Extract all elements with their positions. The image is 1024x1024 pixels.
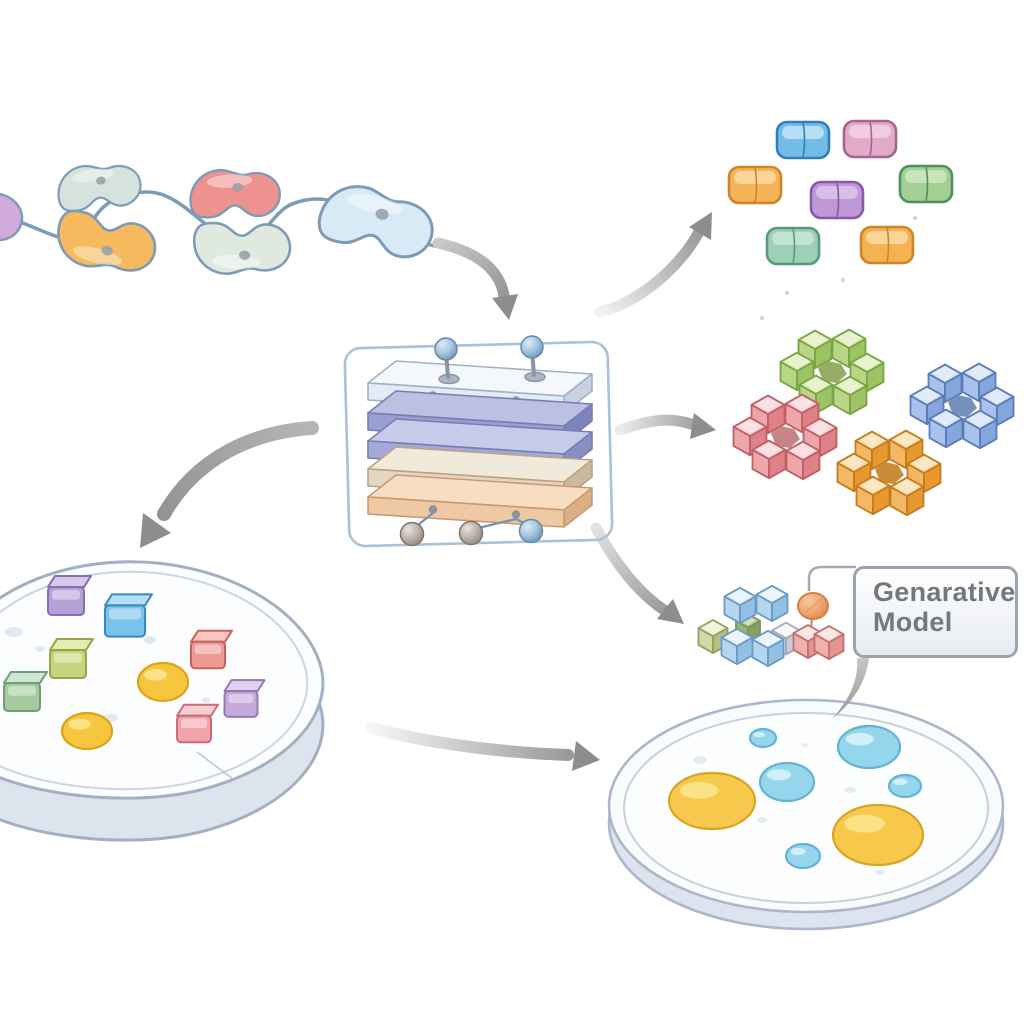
latent-node — [520, 335, 544, 359]
sample-cube — [176, 703, 219, 744]
arrow-model-to-tray — [140, 421, 319, 548]
arrow-tray-to-petri — [366, 722, 600, 771]
molecule-ring — [909, 362, 1015, 450]
token-pair — [775, 120, 831, 160]
culture-droplet — [887, 773, 923, 799]
molecule-rings — [732, 328, 1015, 517]
chain-bead — [193, 221, 292, 276]
specimen-tray — [0, 560, 325, 842]
token-pair — [859, 225, 915, 265]
chain-bead — [189, 168, 281, 219]
sample-cube — [104, 593, 153, 638]
callout-hanger-line — [807, 565, 856, 591]
callout-tail — [832, 658, 869, 719]
token-pair — [842, 119, 898, 159]
culture-droplet — [836, 724, 902, 770]
chain-bead — [317, 185, 434, 259]
output-node — [399, 521, 425, 547]
arrow-chain-to-model — [432, 237, 518, 320]
sample-cube — [3, 670, 48, 713]
sample-cube — [47, 574, 92, 617]
model-stack — [343, 335, 614, 548]
molecule-ring — [779, 328, 885, 416]
molecule-ring — [836, 429, 942, 517]
sample-cube — [190, 629, 233, 670]
callout-tail-group — [832, 658, 869, 719]
chain-bead — [0, 174, 24, 242]
protein-chain — [0, 164, 448, 276]
token-pair — [898, 164, 954, 204]
sample-cube — [49, 637, 94, 680]
chain-bead — [57, 209, 157, 272]
sample-cube — [223, 679, 266, 718]
generative-model-callout: Genarative Model — [853, 566, 1018, 658]
token-pair — [765, 226, 821, 266]
generated-cluster — [697, 565, 856, 668]
arrow-model-to-pairs — [594, 212, 712, 318]
culture-droplet — [748, 727, 778, 749]
callout-text-line2: Model — [873, 607, 953, 638]
token-pair — [727, 165, 783, 205]
culture-droplet — [667, 771, 757, 831]
petri-dish — [607, 698, 1005, 931]
arrow-model-to-rings — [614, 413, 716, 439]
output-node — [458, 520, 484, 546]
callout-text-line1: Genarative — [873, 577, 1016, 607]
arrow-model-to-cluster — [590, 522, 684, 624]
sample-droplet — [60, 711, 114, 751]
token-pair — [809, 180, 865, 220]
chain-bead — [57, 164, 142, 213]
culture-droplet — [831, 803, 925, 867]
culture-droplet — [758, 761, 816, 803]
latent-node — [434, 337, 458, 361]
molecule-ring — [732, 393, 838, 481]
culture-droplet — [784, 842, 822, 870]
sample-droplet — [136, 661, 190, 703]
flow-arrows — [140, 212, 716, 771]
token-pairs — [727, 119, 954, 321]
output-node — [518, 518, 544, 544]
